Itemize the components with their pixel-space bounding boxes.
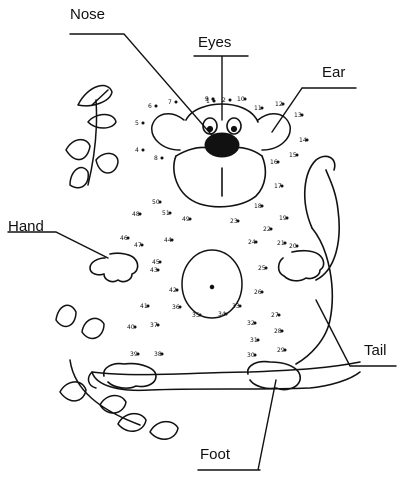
dot-number-45: 45 <box>152 259 160 266</box>
dot-number-41: 41 <box>140 303 148 310</box>
hands-drawing <box>90 251 324 282</box>
feet-drawing <box>104 362 300 390</box>
dot-number-33: 33 <box>232 303 240 310</box>
dot-number-32: 32 <box>247 320 255 327</box>
dot-number-9: 9 <box>205 96 209 103</box>
dot-number-34: 34 <box>218 311 226 318</box>
leaves-lower-left <box>56 305 178 439</box>
dot-number-18: 18 <box>254 203 262 210</box>
dot-number-49: 49 <box>182 216 190 223</box>
dot-number-24: 24 <box>248 239 256 246</box>
dot-number-10: 10 <box>237 96 245 103</box>
dot-number-42: 42 <box>169 287 177 294</box>
dot-number-29: 29 <box>277 347 285 354</box>
eyes-leader <box>194 56 248 120</box>
dot-8 <box>161 157 164 160</box>
dot-number-40: 40 <box>127 324 135 331</box>
dot-number-12: 12 <box>275 101 283 108</box>
branch <box>89 362 360 390</box>
dot-number-50: 50 <box>152 199 160 206</box>
dot-number-5: 5 <box>135 120 139 127</box>
dot-number-23: 23 <box>230 218 238 225</box>
dot-number-15: 15 <box>289 152 297 159</box>
tail-label: Tail <box>364 342 387 359</box>
dot-2 <box>229 99 232 102</box>
dot-number-16: 16 <box>270 159 278 166</box>
dot-number-30: 30 <box>247 352 255 359</box>
dot-number-31: 31 <box>250 337 258 344</box>
dot-number-6: 6 <box>148 103 152 110</box>
dot-number-38: 38 <box>154 351 162 358</box>
dot-number-28: 28 <box>274 328 282 335</box>
dot-number-43: 43 <box>150 267 158 274</box>
dot-9 <box>212 98 215 101</box>
dot-7 <box>175 101 178 104</box>
dot-number-35: 35 <box>192 312 200 319</box>
dot-number-11: 11 <box>254 105 262 112</box>
ear-label: Ear <box>322 64 345 81</box>
dot-number-27: 27 <box>271 312 279 319</box>
dot-number-20: 20 <box>289 243 297 250</box>
dot-5 <box>142 122 145 125</box>
dot-number-14: 14 <box>299 137 307 144</box>
nose-label: Nose <box>70 6 105 23</box>
dot-number-46: 46 <box>120 235 128 242</box>
dot-number-44: 44 <box>164 237 172 244</box>
dot-number-39: 39 <box>130 351 138 358</box>
dot-number-19: 19 <box>279 215 287 222</box>
dot-6 <box>155 105 158 108</box>
dot-number-48: 48 <box>132 211 140 218</box>
foot-label: Foot <box>200 446 230 463</box>
hand-label: Hand <box>8 218 44 235</box>
dot-number-47: 47 <box>134 242 142 249</box>
dot-number-37: 37 <box>150 322 158 329</box>
dot-number-26: 26 <box>254 289 262 296</box>
dot-number-2: 2 <box>222 97 226 104</box>
dot-number-22: 22 <box>263 226 271 233</box>
hand-leader <box>8 232 108 258</box>
dot-number-8: 8 <box>154 155 158 162</box>
dot-number-4: 4 <box>135 147 139 154</box>
leaves-upper-left <box>66 86 118 188</box>
eyes-label: Eyes <box>198 34 231 51</box>
dot-number-25: 25 <box>258 265 266 272</box>
dot-number-21: 21 <box>277 240 285 247</box>
dot-number-51: 51 <box>162 210 170 217</box>
dot-number-7: 7 <box>168 99 172 106</box>
dot-4 <box>142 149 145 152</box>
dot-number-36: 36 <box>172 304 180 311</box>
ear-leader <box>272 88 356 132</box>
nose-drawing <box>205 133 239 157</box>
dot-number-17: 17 <box>274 183 282 190</box>
dot-number-13: 13 <box>294 112 302 119</box>
